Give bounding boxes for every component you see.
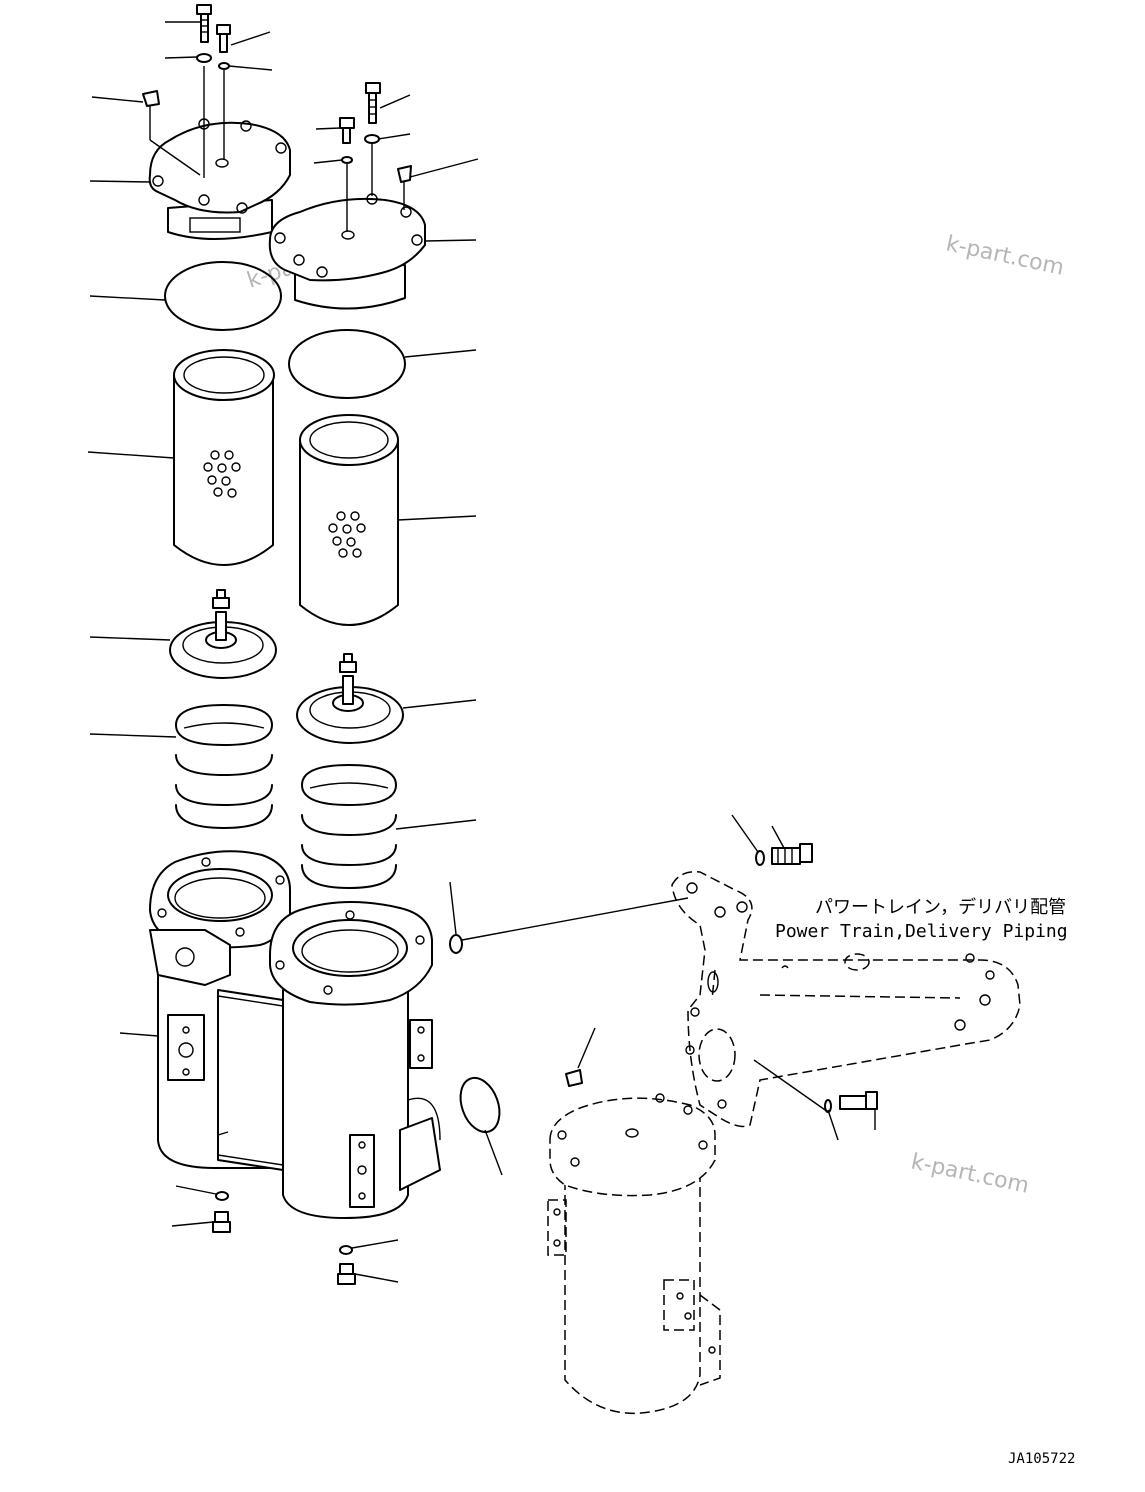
existing-filter-phantom <box>547 1093 721 1415</box>
right-cover-oring <box>288 329 406 399</box>
left-drain-plug <box>212 1211 231 1233</box>
right-drain-oring <box>339 1245 353 1255</box>
left-relief-valve <box>169 589 277 679</box>
left-cover-oring <box>164 261 282 331</box>
pipe-flange-bolt <box>771 843 813 865</box>
lower-pipe-bolt <box>839 1091 878 1110</box>
right-filter-element <box>299 414 399 626</box>
left-plug <box>142 90 160 107</box>
right-drain-plug <box>337 1263 356 1285</box>
housing-side-oring <box>459 1076 501 1134</box>
annotation-japanese: パワートレイン，デリバリ配管 <box>815 897 1066 918</box>
drawing-number: JA105722 <box>1008 1451 1075 1467</box>
left-top-oring-small <box>218 62 230 70</box>
left-top-bolt-1 <box>196 4 212 43</box>
watermark-2: k-part.com <box>944 231 1066 280</box>
right-top-bolt-2 <box>339 117 355 144</box>
right-spring <box>301 764 397 889</box>
left-top-washer <box>196 53 212 63</box>
watermark-4: k-part.com <box>909 1149 1031 1198</box>
filter-housing <box>149 850 441 1219</box>
annotation-english: Power Train,Delivery Piping <box>775 921 1068 942</box>
right-filter-cover <box>268 143 426 310</box>
left-filter-element <box>173 349 275 566</box>
outlet-oring <box>449 934 463 954</box>
right-top-bolt-1 <box>365 82 381 124</box>
left-drain-oring <box>215 1191 229 1201</box>
left-filter-cover <box>148 66 291 240</box>
left-spring <box>175 704 273 829</box>
left-top-bolt-2 <box>216 24 231 53</box>
right-top-washer <box>364 134 380 144</box>
lower-plug <box>565 1069 583 1087</box>
right-relief-valve <box>296 653 404 744</box>
pipe-flange-washer <box>755 850 765 866</box>
callout-leaders <box>87 21 876 1283</box>
right-plug <box>397 165 412 183</box>
right-top-oring-small <box>341 156 353 164</box>
